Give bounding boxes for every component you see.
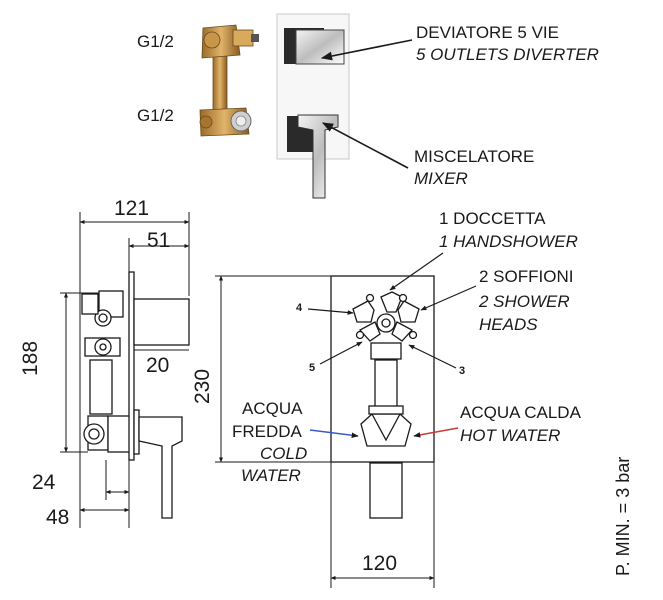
dimension-230: 230: [191, 368, 214, 404]
hot-water-label-it: ACQUA CALDA: [460, 403, 581, 422]
showerheads-label-en-1: 2 SHOWER: [479, 292, 570, 311]
dimension-120: 120: [362, 552, 398, 575]
dimension-121: 121: [114, 197, 150, 220]
front-dimensions: [215, 275, 435, 588]
diverter-label-en: 5 OUTLETS DIVERTER: [416, 45, 599, 64]
showerheads-label-en-2: HEADS: [479, 315, 538, 334]
handshower-label-en: 1 HANDSHOWER: [439, 232, 578, 251]
diverter-star: [352, 291, 420, 360]
diverter-label-it: DEVIATORE 5 VIE: [416, 23, 559, 42]
cold-water-label-it-2: FREDDA: [232, 422, 302, 441]
cold-water-label-en-2: WATER: [241, 466, 301, 485]
mixer-label-it: MISCELATORE: [414, 147, 535, 166]
valve-body-illustration: [199, 24, 259, 137]
side-dimensions: [60, 212, 190, 528]
front-view: [330, 275, 435, 519]
dimension-48: 48: [46, 506, 70, 529]
dimension-24: 24: [32, 471, 56, 494]
mixer-label-en: MIXER: [414, 169, 468, 188]
hot-water-label-en: HOT WATER: [460, 426, 561, 445]
outlet-number-4: 4: [296, 302, 303, 314]
side-view: [81, 271, 190, 519]
dimension-51: 51: [147, 229, 171, 252]
dimension-20: 20: [146, 354, 170, 377]
outlet-number-3: 3: [459, 365, 466, 377]
cover-plate-illustration: [276, 13, 350, 199]
cold-water-label-en-1: COLD: [260, 444, 308, 463]
mixer-body: [360, 405, 412, 447]
min-pressure-note: P. MIN. = 3 bar: [613, 456, 633, 576]
outlet-number-5: 5: [309, 362, 316, 374]
front-leaders: [307, 252, 477, 369]
handshower-label-it: 1 DOCCETTA: [439, 209, 546, 228]
cold-water-label-it-1: ACQUA: [242, 399, 303, 418]
dimension-188: 188: [19, 340, 42, 376]
thread-label-lower: G1/2: [137, 106, 174, 125]
showerheads-label-it: 2 SOFFIONI: [479, 267, 574, 286]
thread-label-upper: G1/2: [137, 32, 174, 51]
